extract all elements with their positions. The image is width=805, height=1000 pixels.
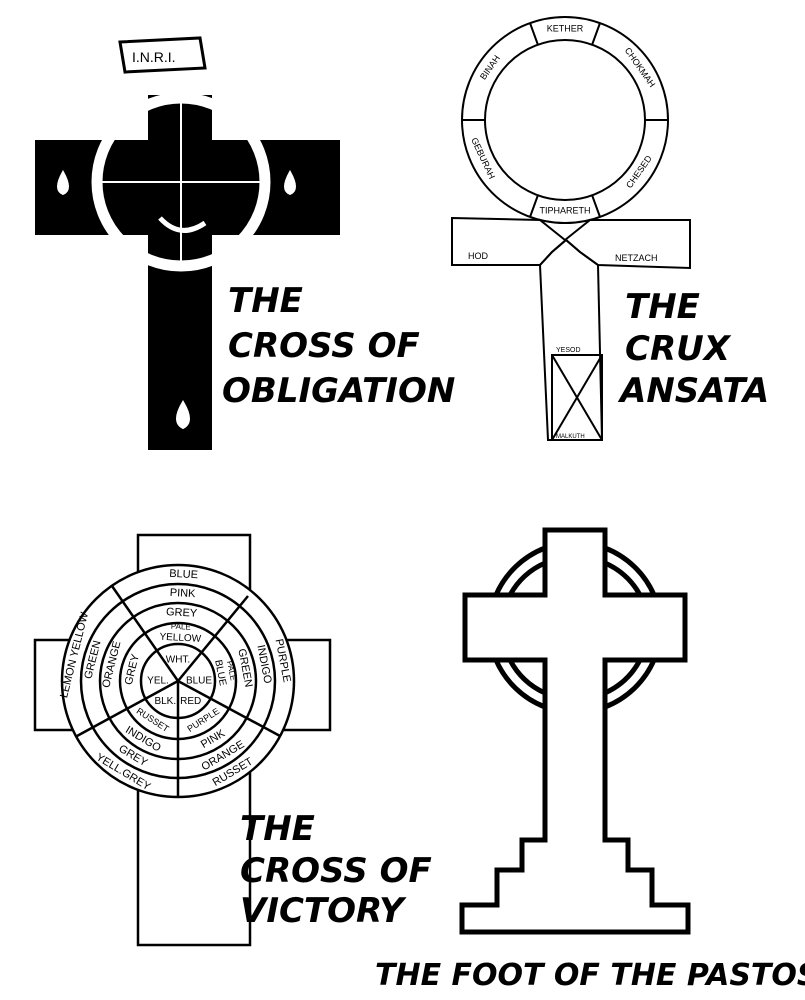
wheel-color-label: YEL. [147, 676, 169, 687]
hod-label: HOD [468, 251, 489, 261]
caption-line: THE FOOT OF THE PASTOS [375, 958, 805, 993]
ring-divider [591, 22, 601, 46]
wheel-color-label: PALE [171, 622, 191, 632]
wheel-color-label: BLUE [212, 659, 228, 687]
inri-text: I.N.R.I. [132, 49, 176, 65]
drop-icon [176, 400, 190, 430]
caption-line: THE [625, 287, 700, 327]
crux-ansata: KETHERCHOKMAHCHESEDTIPHARETHGEBURAHBINAH… [451, 16, 769, 441]
ring-label: CHOKMAH [623, 46, 658, 89]
ring-divider [529, 22, 539, 46]
wheel-color-label: PALE [225, 660, 238, 681]
caption-line: THE [228, 281, 303, 321]
ring-label: CHESED [624, 153, 654, 190]
caption-line: OBLIGATION [222, 371, 455, 411]
ring-divider [529, 194, 539, 218]
wheel-color-label: WHT. [166, 655, 190, 666]
wheel-color-label: RED [180, 696, 201, 707]
caption-line: THE [240, 809, 315, 849]
drop-icon [284, 169, 296, 196]
ring-label: GEBURAH [469, 136, 497, 181]
wheel-color-label: GREY [166, 606, 198, 620]
wheel-color-label: YELLOW [159, 632, 202, 645]
cross-of-victory: BLUEPINKGREYPALEYELLOWWHT.PURPLEINDIGOGR… [33, 533, 332, 947]
smile-mark [158, 216, 207, 233]
drop-icon [57, 169, 69, 196]
ring-label: KETHER [547, 23, 584, 33]
inri-banner [118, 36, 207, 74]
netzach-label: NETZACH [615, 253, 658, 263]
ring-label: TIPHARETH [539, 205, 590, 215]
caption-line: CROSS OF [228, 326, 420, 366]
caption-line: VICTORY [240, 891, 407, 931]
malkuth-label: MALKUTH [556, 434, 585, 440]
foot-of-the-pastos: THE FOOT OF THE PASTOS [375, 527, 805, 993]
caption-line: CROSS OF [240, 851, 432, 891]
ring-divider [591, 194, 601, 218]
wheel-color-label: BLK. [154, 696, 176, 707]
wheel-color-label: BLUE [186, 676, 212, 687]
wheel-color-label: PINK [169, 587, 196, 600]
victory-caption: THE CROSS OF VICTORY [240, 809, 432, 931]
yesod-label: YESOD [556, 347, 581, 354]
caption-line: ANSATA [617, 371, 769, 411]
caption-line: CRUX [625, 329, 732, 369]
wheel-color-label: BLUE [169, 568, 198, 581]
cross-of-obligation: I.N.R.I. THE CROSS OF OBLIGATION [35, 36, 455, 450]
